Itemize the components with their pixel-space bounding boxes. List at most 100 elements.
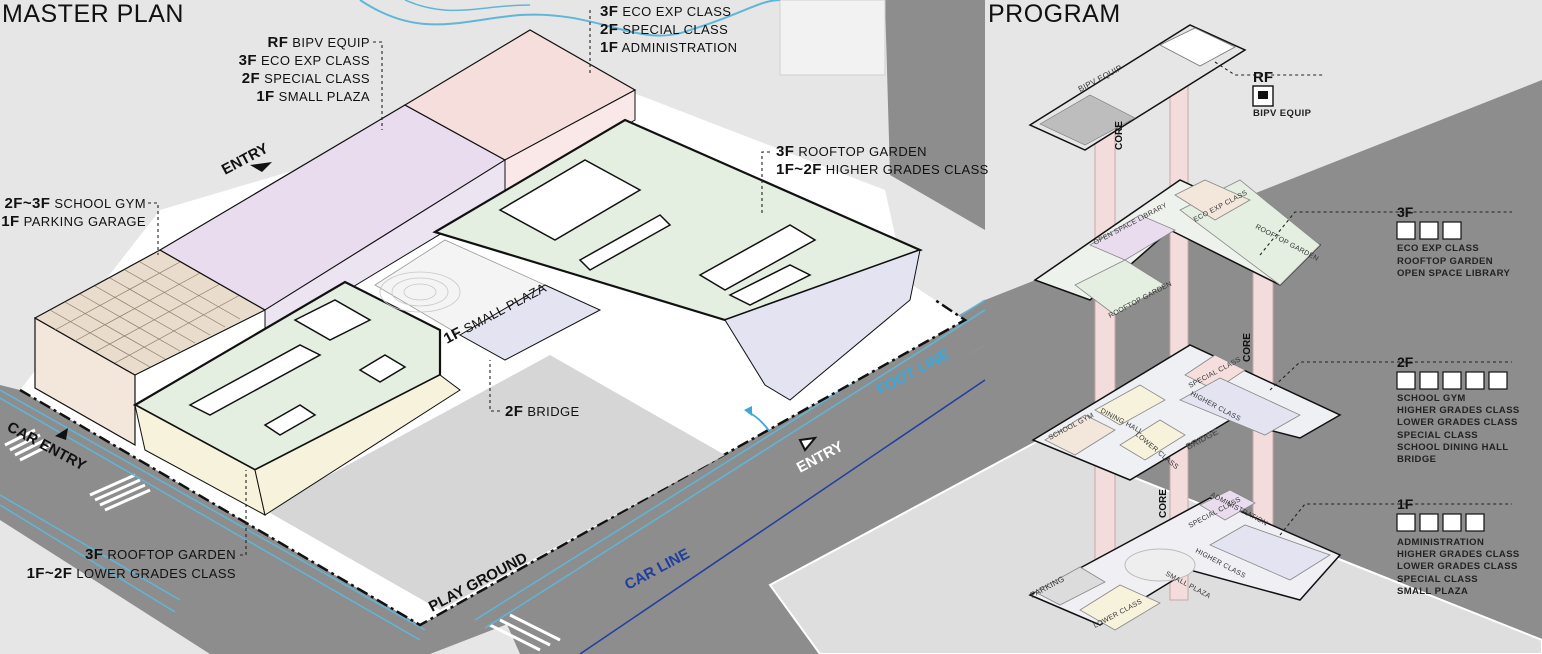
f3-program-icons [1396,221,1462,240]
hg-void-1 [498,159,642,241]
prog-1f-item-4: SMALL PLAZA [1397,586,1468,597]
core-label-2f: CORE [1242,333,1253,362]
label-gym-group: 2F~3F SCHOOL GYM 1F PARKING GARAGE [1,195,146,230]
prog-1f-item-3: SPECIAL CLASS [1397,574,1478,585]
higher-grades-side [724,249,921,401]
prog-2f-item-5: BRIDGE [1397,454,1436,465]
core-label-1f: CORE [1158,489,1169,518]
hg-void-4 [728,264,812,306]
blue-arrow-head [744,406,752,416]
prog-2f-item-4: SCHOOL DINING HALL [1397,442,1509,453]
hg-void-3 [698,224,817,291]
prog-leader-2f [1269,361,1512,391]
rf-equip-icon [1252,85,1274,107]
prog-1f-level: 1F [1397,496,1414,512]
car-line-path [579,379,986,654]
prog-1f-item-0: ADMINISTRATION [1397,537,1484,548]
svg-text:2F SPECIAL CLASS: 2F SPECIAL CLASS [242,70,370,87]
plaza-rings [379,271,461,313]
leader-gym [148,202,159,255]
entry-right-arrow [798,436,818,452]
hg-void-2 [578,214,672,271]
left-water-path [0,389,426,641]
leader-bridge [489,360,500,412]
gym-roof-lines [49,261,241,368]
prog-3f-item-0: ECO EXP CLASS [1397,243,1479,254]
svg-text:RF BIPV EQUIP: RF BIPV EQUIP [267,34,370,51]
label-entry-top: ENTRY [219,140,271,179]
prog-rf-level: RF [1253,69,1273,86]
svg-text:1F~2F LOWER GRADES CLASS: 1F~2F LOWER GRADES CLASS [27,565,236,582]
f2-gym [1044,414,1116,456]
svg-text:1F~2F HIGHER GRADES CLASS: 1F~2F HIGHER GRADES CLASS [776,161,989,178]
label-lower-group: 3F ROOFTOP GARDEN 1F~2F LOWER GRADES CLA… [27,546,236,582]
prog-rf-item-0: BIPV EQUIP [1253,108,1312,119]
leader-roof [761,151,770,215]
lg-void-2 [188,344,322,416]
prog-2f-item-0: SCHOOL GYM [1397,393,1466,404]
svg-text:3F ROOFTOP GARDEN: 3F ROOFTOP GARDEN [85,546,236,563]
leader-lower [240,470,247,556]
prog-2f-item-1: HIGHER GRADES CLASS [1397,405,1520,416]
f1-small-plaza [1124,548,1196,582]
svg-text:1F PARKING GARAGE: 1F PARKING GARAGE [1,213,146,230]
svg-text:3F ECO EXP CLASS: 3F ECO EXP CLASS [600,3,731,20]
svg-text:3F ROOFTOP GARDEN: 3F ROOFTOP GARDEN [776,143,927,160]
rf-equip-box [1159,27,1236,67]
lg-void-4 [358,354,407,383]
water-path-top [359,0,781,37]
f1-lower-class [1079,584,1161,631]
prog-1f-item-1: HIGHER GRADES CLASS [1397,549,1520,560]
f1-admin [1199,489,1256,521]
prog-3f-item-1: ROOFTOP GARDEN [1397,256,1493,267]
label-top-group: 3F ECO EXP CLASS 2F SPECIAL CLASS 1F ADM… [600,3,737,56]
master-plan-title: MASTER PLAN [2,0,184,28]
prog-leader-1f [1279,503,1512,536]
svg-text:3F ECO EXP CLASS: 3F ECO EXP CLASS [239,52,370,69]
rf-pv-panel [1039,94,1136,146]
svg-text:1F ADMINISTRATION: 1F ADMINISTRATION [600,39,737,56]
program-title: PROGRAM [988,0,1121,28]
label-roof-group: 3F ROOFTOP GARDEN 1F~2F HIGHER GRADES CL… [776,143,989,178]
prog-2f-item-2: LOWER GRADES CLASS [1397,417,1518,428]
f2-dining [1094,384,1166,426]
f1-program-icons [1396,513,1485,532]
prog-leader-rf [1214,61,1325,76]
f2-higher-class [1179,377,1301,436]
svg-text:2F~3F SCHOOL GYM: 2F~3F SCHOOL GYM [5,195,146,212]
f3-library [1089,214,1176,261]
prog-2f-item-3: SPECIAL CLASS [1397,430,1478,441]
leader-rf [373,41,383,130]
road-top-right [885,0,985,230]
crosswalk-bottom [489,613,561,652]
prog-1f-item-2: LOWER GRADES CLASS [1397,561,1518,572]
f1-higher-class [1209,524,1331,581]
prog-3f-item-2: OPEN SPACE LIBRARY [1397,268,1511,279]
label-rf-group: RF BIPV EQUIP 3F ECO EXP CLASS 2F SPECIA… [239,34,370,105]
crosswalk-left [4,428,151,512]
f3-lower-wing [1074,259,1166,316]
label-bridge: 2F BRIDGE [505,403,580,420]
f1-parking [1034,566,1106,606]
entry-top-arrow [250,162,272,172]
lg-void-1 [293,299,372,341]
lower-water-path [0,494,181,613]
bridge [458,284,602,361]
prog-3f-level: 3F [1397,204,1414,220]
f2-program-icons [1396,371,1508,390]
pink-side [504,89,636,196]
core-label-rf: CORE [1114,121,1125,150]
building-top [779,0,886,76]
lg-void-3 [263,404,317,436]
f2-special [1184,354,1246,391]
prog-2f-level: 2F [1397,354,1414,370]
water-path-top-2 [404,0,531,12]
f2-lower-class [1119,419,1186,461]
road-left [0,385,430,654]
playground [265,355,725,610]
svg-text:1F SMALL PLAZA: 1F SMALL PLAZA [256,88,370,105]
car-entry-arrow [55,428,68,440]
f2-plate [1031,344,1342,481]
